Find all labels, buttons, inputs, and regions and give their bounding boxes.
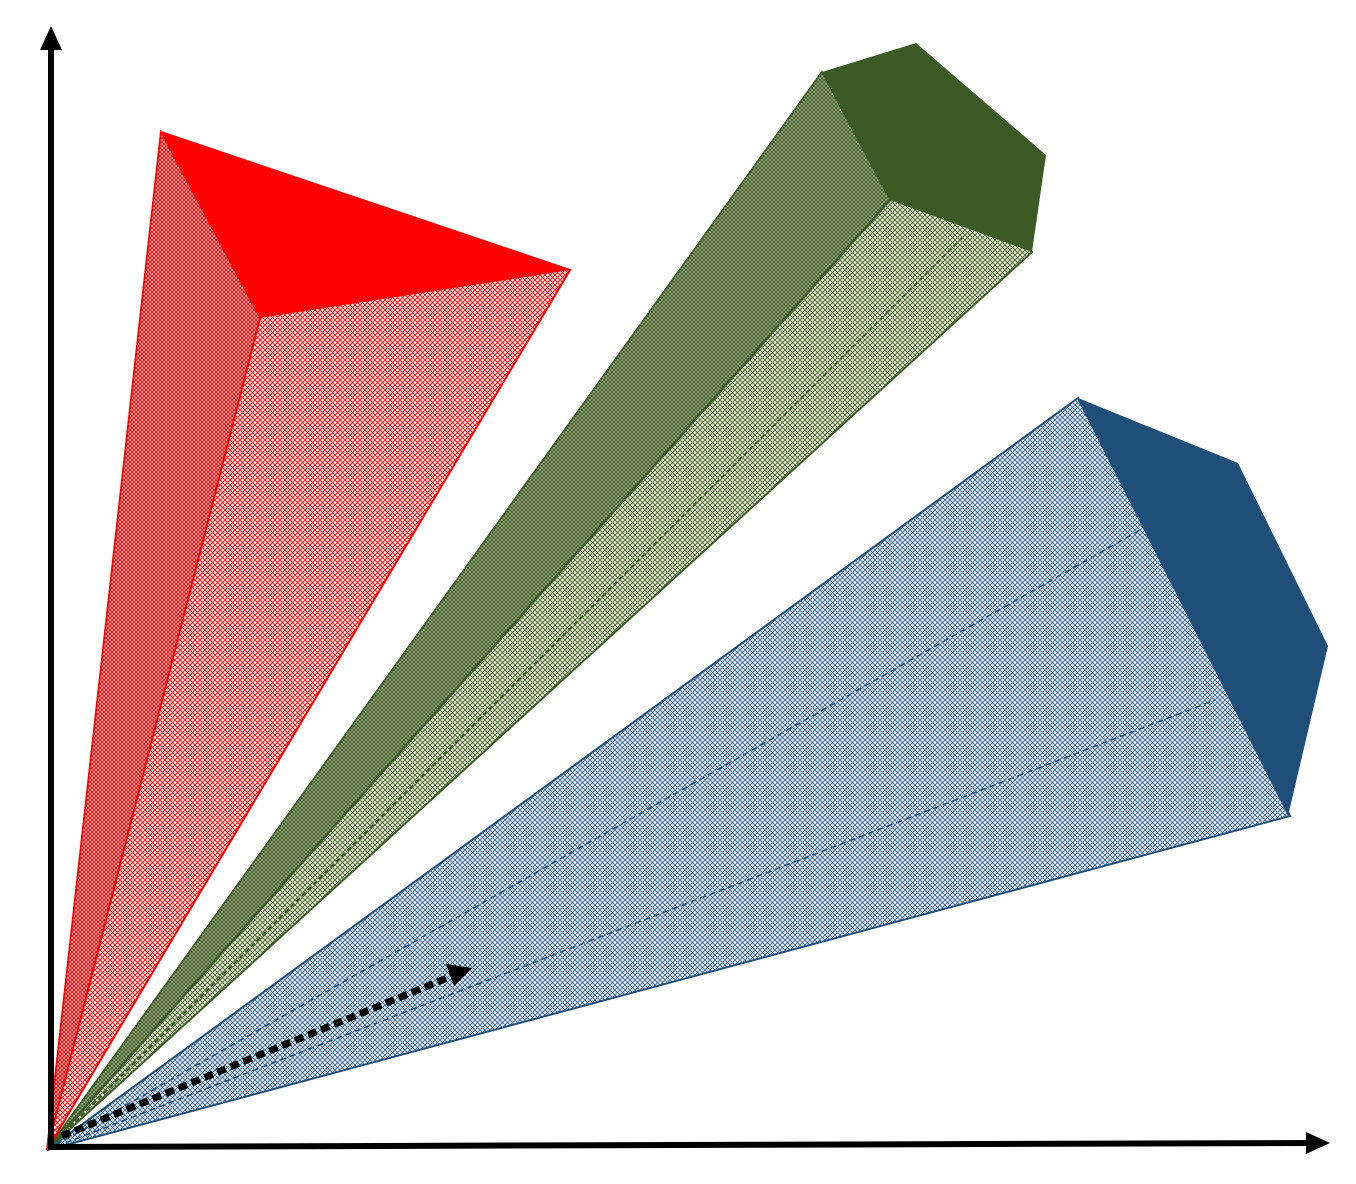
- blue-pentagonal-cone: [46, 396, 1328, 1151]
- red-pyramid-edge: [46, 317, 261, 1151]
- direction-arrow-head: [446, 964, 472, 986]
- green-pentagonal-cone: [46, 43, 1046, 1151]
- blue-cone-cap: [1078, 398, 1328, 816]
- green-cone-cap: [822, 43, 1046, 252]
- blue-cone-edge-2: [46, 699, 1216, 1151]
- direction-arrow: [60, 964, 472, 1140]
- red-pyramid-cap: [161, 132, 570, 318]
- horizontal-axis: [47, 1140, 1313, 1150]
- horizontal-axis-arrowhead: [1306, 1132, 1330, 1154]
- green-cone-edge-2: [46, 234, 966, 1151]
- direction-arrow-shaft: [60, 972, 454, 1140]
- vertical-axis-arrowhead: [40, 26, 62, 50]
- red-pyramid: [46, 129, 572, 1151]
- axes: [40, 26, 1330, 1154]
- green-cone-edge-1: [46, 199, 891, 1151]
